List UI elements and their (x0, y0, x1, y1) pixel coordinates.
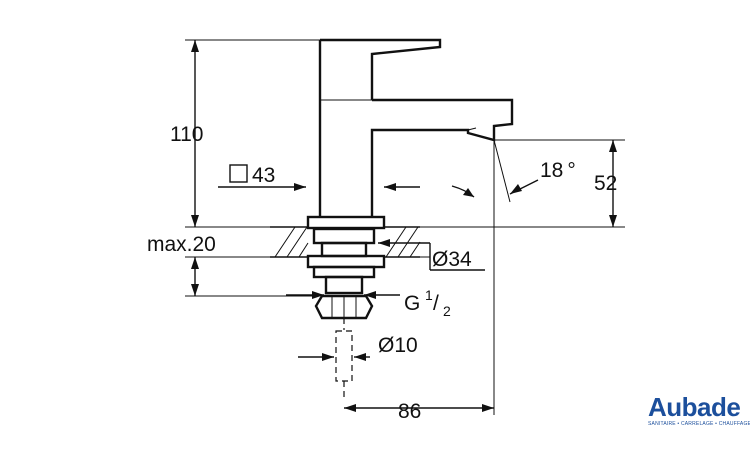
label-thread-den: 2 (443, 303, 451, 319)
label-diameter-10: Ø10 (378, 334, 418, 357)
lock-washer (312, 265, 376, 279)
lever-handle (320, 38, 442, 100)
brand-tagline: SANITAIRE • CARRELAGE • CHAUFFAGE (648, 421, 750, 427)
label-110: 110 (170, 123, 203, 146)
hatch-left (274, 226, 309, 258)
degree-symbol: ° (567, 159, 575, 182)
label-thread-prefix: G (404, 292, 420, 315)
label-18: 18 (540, 159, 563, 182)
aerator-line (467, 127, 477, 131)
lower-nut (306, 254, 386, 269)
brand-name: Aubade (648, 392, 741, 422)
stem (324, 275, 364, 295)
thread-body (320, 241, 368, 258)
arrowheads (191, 40, 617, 412)
upper-washer (312, 227, 376, 245)
label-max20: max.20 (147, 233, 216, 256)
label-43: 43 (252, 164, 275, 187)
supply-pipe (335, 318, 353, 398)
hatch-right (385, 226, 421, 258)
label-52: 52 (594, 172, 617, 195)
extension-lines (185, 39, 625, 415)
base-plate (306, 215, 386, 230)
mounting-stack (306, 215, 386, 320)
label-86: 86 (398, 400, 421, 423)
label-thread-slash: / (433, 292, 439, 315)
square-symbol-icon (229, 164, 248, 183)
hex-nut (314, 294, 374, 320)
spout (370, 98, 514, 217)
faucet-body (318, 38, 514, 217)
label-diameter-34: Ø34 (432, 248, 472, 271)
svg-text:18°: 18° (540, 159, 576, 182)
label-thread-num: 1 (425, 287, 433, 303)
countertop (270, 226, 421, 258)
brand-logo: Aubade SANITAIRE • CARRELAGE • CHAUFFAGE (648, 392, 750, 435)
